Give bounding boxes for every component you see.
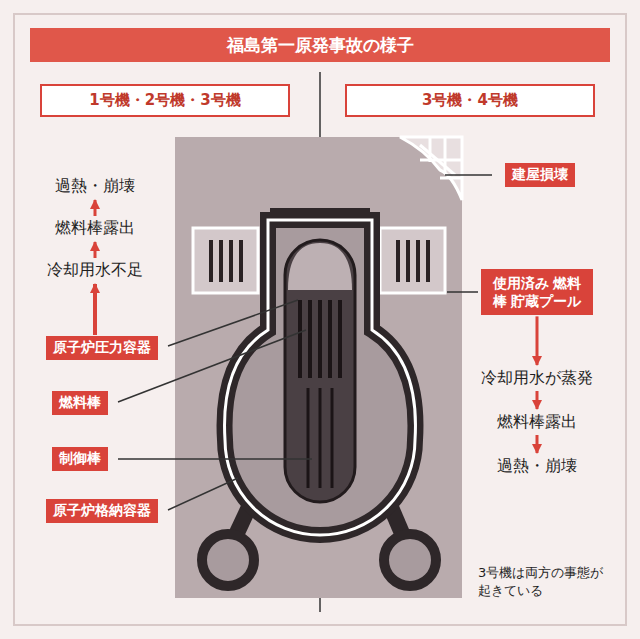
node-text: 燃料棒露出 (497, 412, 577, 433)
flow-arrow (536, 316, 539, 365)
event-step: 過熱・崩壊 (52, 175, 138, 198)
event-step: 過熱・崩壊 (494, 455, 580, 478)
node-text: 冷却用水不足 (47, 260, 143, 281)
fuel-rods (300, 300, 340, 488)
note-text: 3号機は両方の事態が起きている (478, 564, 612, 599)
node-text: 原子炉圧力容器 (53, 339, 151, 357)
frame (14, 14, 626, 625)
node-text: 過熱・崩壊 (55, 176, 135, 197)
part-label: 使用済み 燃料棒 貯蔵プール (481, 269, 593, 315)
event-step: 燃料棒露出 (52, 217, 138, 240)
flow-arrow (94, 200, 97, 216)
pressure-vessel (285, 240, 355, 502)
node-text: 制御棒 (59, 450, 101, 468)
title-band: 福島第一原発事故の様子 (30, 28, 610, 62)
part-label: 制御棒 (52, 447, 108, 471)
leader-lines (118, 175, 492, 510)
node-text: 過熱・崩壊 (497, 456, 577, 477)
node-text: 冷却用水が蒸発 (481, 368, 593, 389)
part-label: 燃料棒 (52, 391, 108, 415)
node-text: 使用済み 燃料棒 貯蔵プール (487, 274, 587, 310)
containment-vessel (202, 208, 436, 586)
flow-arrow (94, 242, 97, 258)
part-label: 建屋損壊 (505, 163, 575, 187)
unit-header: 1号機・2号機・3号機 (40, 84, 290, 117)
node-text: 燃料棒露出 (55, 218, 135, 239)
reactor-building (175, 137, 462, 598)
event-step: 燃料棒露出 (494, 411, 580, 434)
building-damage (400, 137, 462, 200)
part-label: 原子炉圧力容器 (46, 336, 158, 360)
node-text: 3号機・4号機 (353, 91, 587, 110)
node-text: 1号機・2号機・3号機 (48, 91, 282, 110)
event-step: 冷却用水が蒸発 (478, 367, 596, 390)
node-text: 燃料棒 (59, 394, 101, 412)
node-text: 建屋損壊 (512, 166, 568, 184)
node-text: 原子炉格納容器 (53, 502, 151, 520)
part-label: 原子炉格納容器 (46, 499, 158, 523)
flow-arrow (93, 284, 97, 335)
unit-header: 3号機・4号機 (345, 84, 595, 117)
flow-arrow (536, 391, 539, 409)
event-step: 冷却用水不足 (44, 259, 146, 282)
flow-arrow (536, 435, 539, 453)
